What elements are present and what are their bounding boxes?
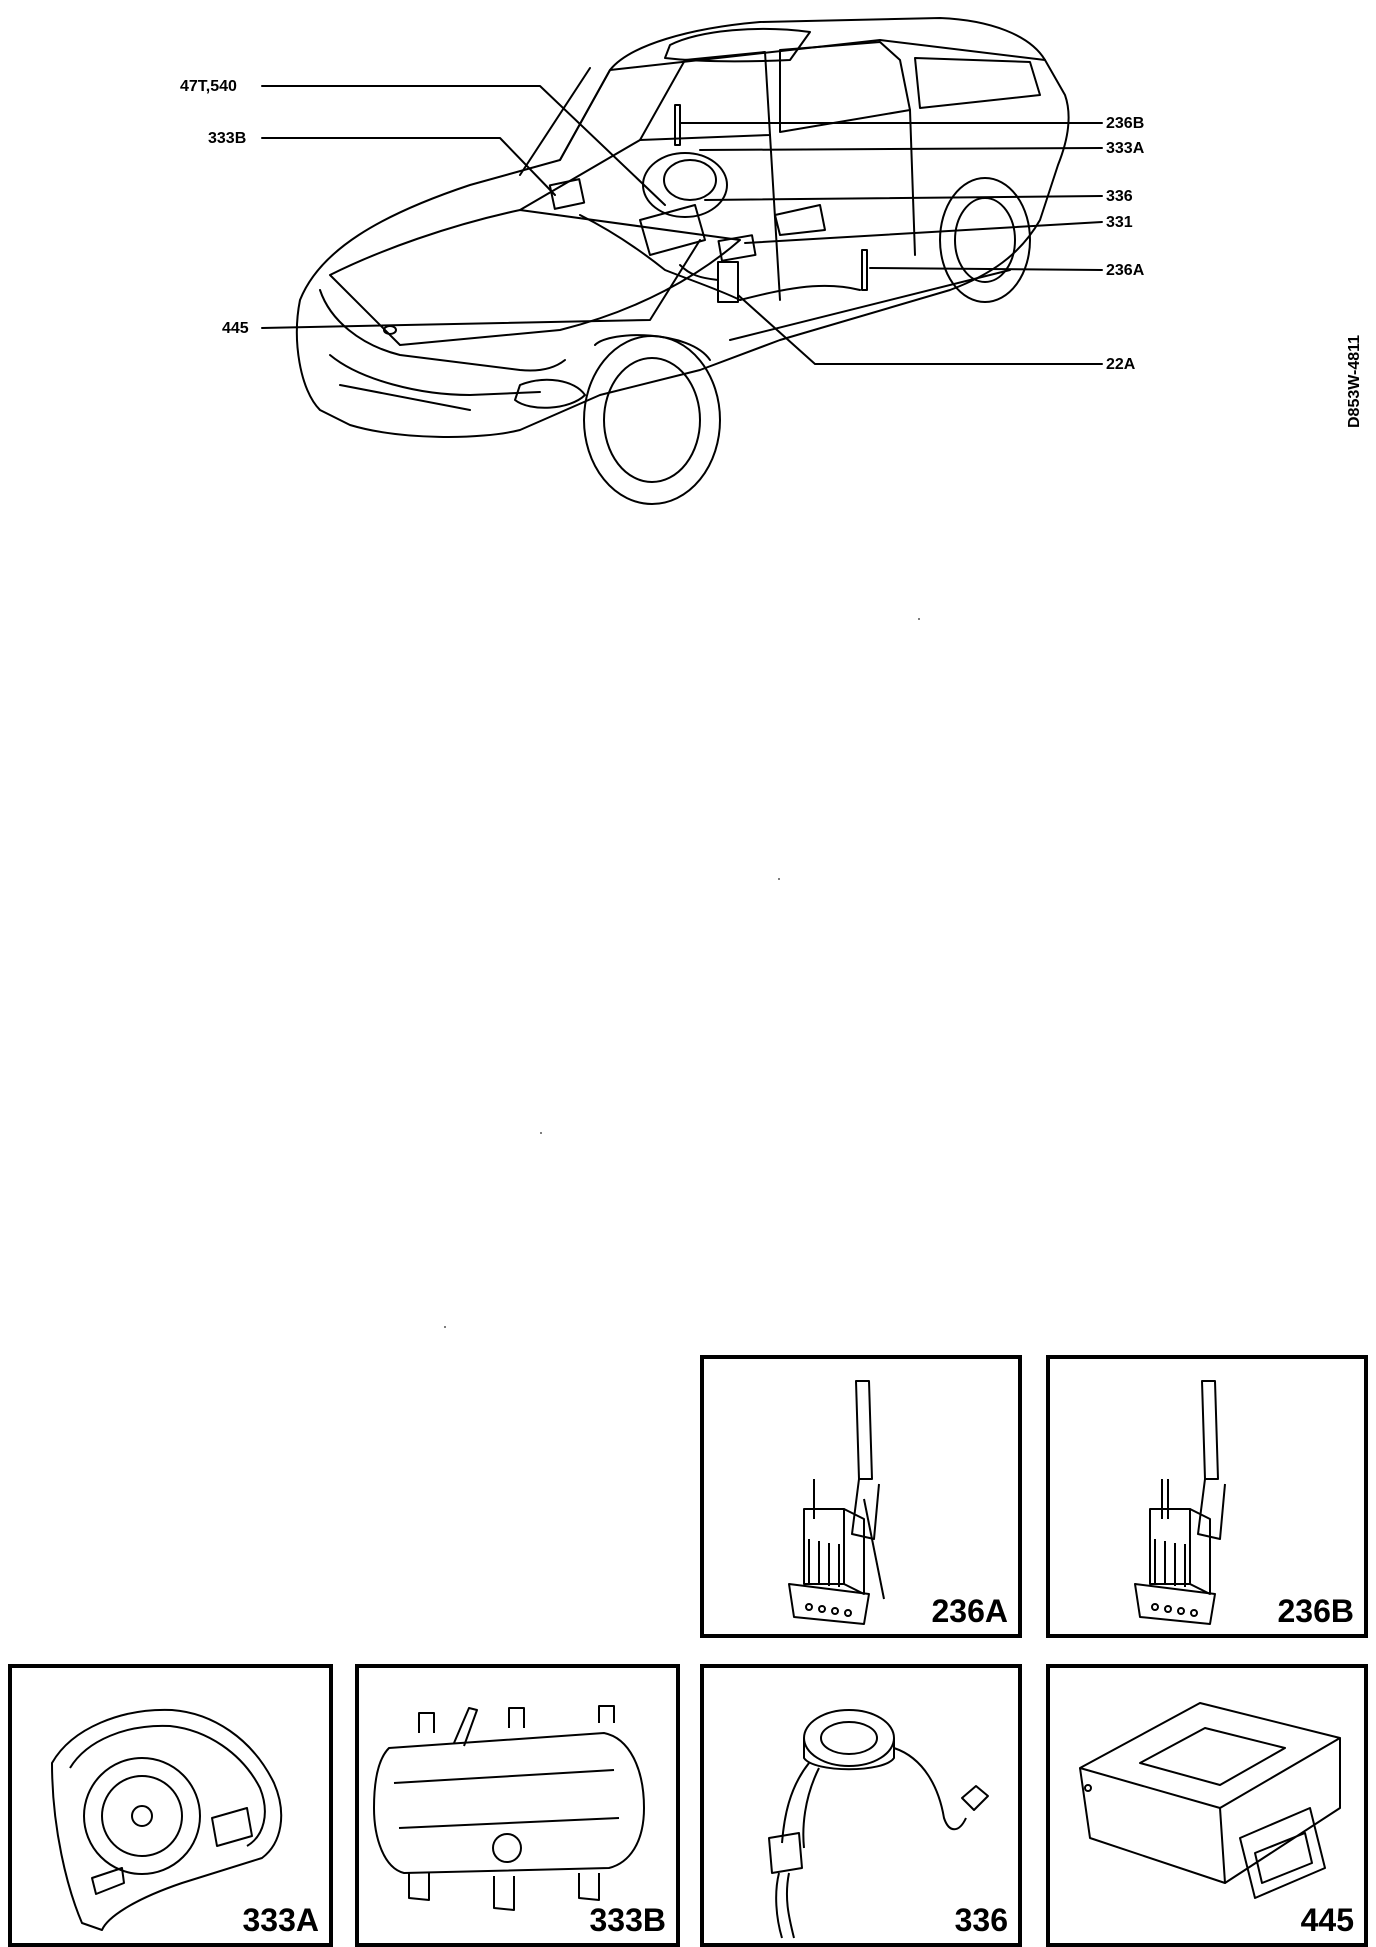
sensor-236b-drawing <box>1134 1380 1226 1625</box>
callout-333a-right: 333A <box>1106 140 1145 157</box>
panel-label-336: 336 <box>954 1902 1008 1938</box>
scan-speck <box>778 878 780 880</box>
scan-speck <box>918 618 920 620</box>
panel-label-333a: 333A <box>242 1902 320 1938</box>
panel-label-236b: 236B <box>1277 1593 1355 1629</box>
callout-331-right: 331 <box>1106 214 1133 231</box>
callout-336-right: 336 <box>1106 188 1133 205</box>
contact-reel-drawing <box>768 1709 989 1939</box>
document-code: D853W-4811 <box>1346 334 1363 428</box>
sensor-236a-drawing <box>788 1380 885 1625</box>
control-module-drawing <box>1079 1702 1341 1899</box>
panel-333b: 333B <box>355 1664 680 1947</box>
panel-label-236a: 236A <box>931 1593 1009 1629</box>
panel-236b: 236B <box>1046 1355 1368 1638</box>
panel-236a: 236A <box>700 1355 1022 1638</box>
callout-22a-right: 22A <box>1106 356 1136 373</box>
callout-236a-right: 236A <box>1106 262 1145 279</box>
panel-445: 445 <box>1046 1664 1368 1947</box>
car-overview-illustration <box>261 17 1103 505</box>
callout-47t540: 47T,540 <box>180 78 237 95</box>
panel-label-445: 445 <box>1300 1902 1354 1938</box>
panel-333a: 333A <box>8 1664 333 1947</box>
passenger-airbag-drawing <box>373 1705 645 1911</box>
scan-speck <box>540 1132 542 1134</box>
panel-label-333b: 333B <box>589 1902 667 1938</box>
callout-445-left: 445 <box>222 320 249 337</box>
steering-wheel-airbag-drawing <box>51 1708 283 1931</box>
scan-speck <box>444 1326 446 1328</box>
panel-336: 336 <box>700 1664 1022 1947</box>
callout-236b-right: 236B <box>1106 115 1145 132</box>
callout-333b-left: 333B <box>208 130 247 147</box>
